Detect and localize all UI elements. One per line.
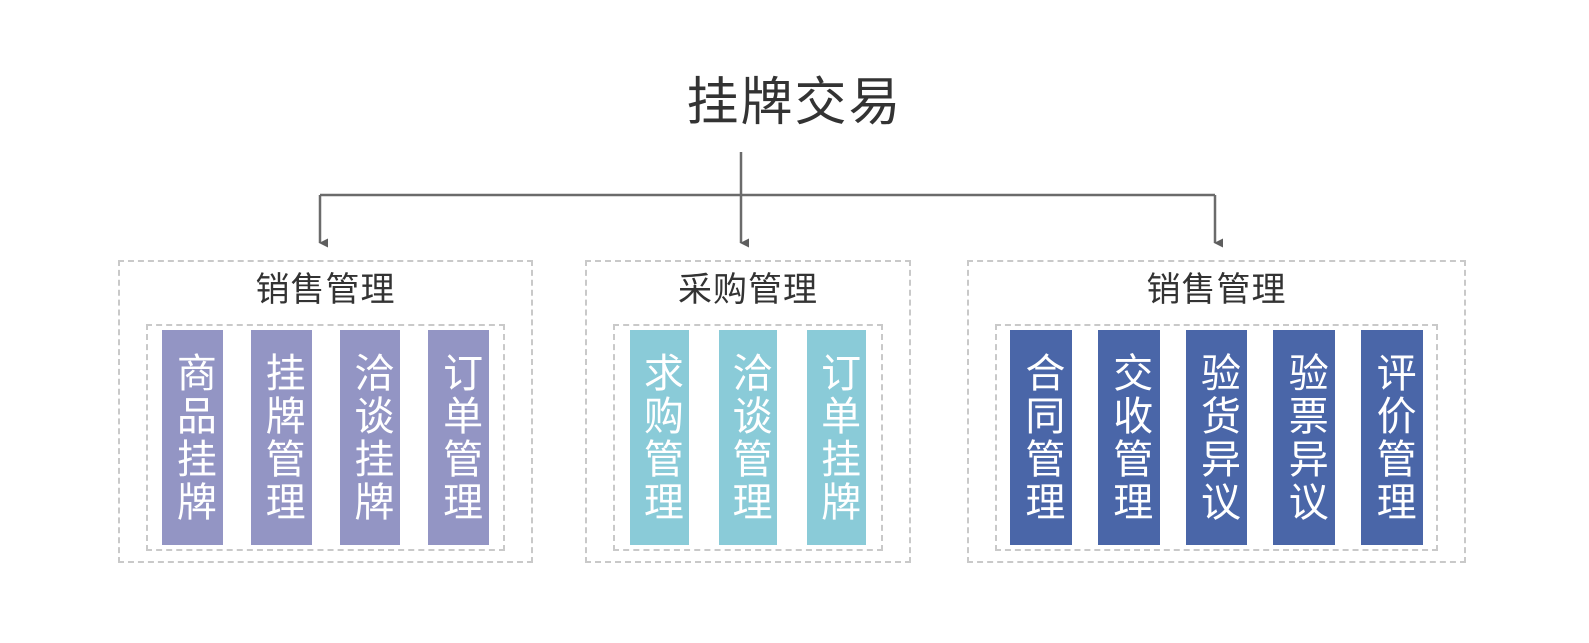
item-label: 商品挂牌: [169, 351, 216, 524]
item-label: 订单管理: [436, 351, 483, 524]
group-title: 采购管理: [678, 270, 818, 310]
group-purchase-management: 采购管理 求购管理 洽谈管理 订单挂牌: [585, 260, 911, 563]
item-bar[interactable]: 洽谈管理: [718, 330, 778, 545]
item-label: 洽谈管理: [725, 351, 772, 524]
item-label: 评价管理: [1369, 351, 1416, 524]
item-bar[interactable]: 订单管理: [428, 330, 489, 545]
item-bar[interactable]: 洽谈挂牌: [339, 330, 401, 545]
item-bar[interactable]: 验票异议: [1273, 330, 1336, 545]
group-items-container: 商品挂牌 挂牌管理 洽谈挂牌 订单管理: [146, 324, 505, 551]
item-label: 挂牌管理: [258, 351, 305, 524]
diagram-root-title: 挂牌交易: [686, 73, 903, 133]
item-label: 订单挂牌: [814, 351, 861, 524]
item-bar[interactable]: 评价管理: [1361, 330, 1423, 545]
item-label: 合同管理: [1018, 351, 1065, 524]
group-title: 销售管理: [1146, 270, 1287, 310]
item-bar[interactable]: 验货异议: [1185, 330, 1248, 545]
item-label: 验货异议: [1193, 351, 1240, 524]
group-items-container: 合同管理 交收管理 验货异议 验票异议 评价管理: [995, 324, 1438, 551]
item-label: 验票异议: [1281, 351, 1328, 524]
group-title: 销售管理: [255, 270, 396, 310]
item-bar[interactable]: 交收管理: [1097, 330, 1160, 545]
item-label: 交收管理: [1106, 351, 1153, 524]
item-label: 求购管理: [636, 351, 683, 524]
item-bar[interactable]: 求购管理: [630, 330, 689, 545]
item-bar[interactable]: 合同管理: [1010, 330, 1072, 545]
item-bar[interactable]: 订单挂牌: [807, 330, 867, 545]
group-sales-management-2: 销售管理 合同管理 交收管理 验货异议 验票异议 评价管理: [967, 260, 1466, 563]
item-bar[interactable]: 商品挂牌: [162, 330, 223, 545]
item-bar[interactable]: 挂牌管理: [250, 330, 312, 545]
group-sales-management: 销售管理 商品挂牌 挂牌管理 洽谈挂牌 订单管理: [118, 260, 533, 563]
item-label: 洽谈挂牌: [347, 351, 394, 524]
group-items-container: 求购管理 洽谈管理 订单挂牌: [613, 324, 883, 551]
